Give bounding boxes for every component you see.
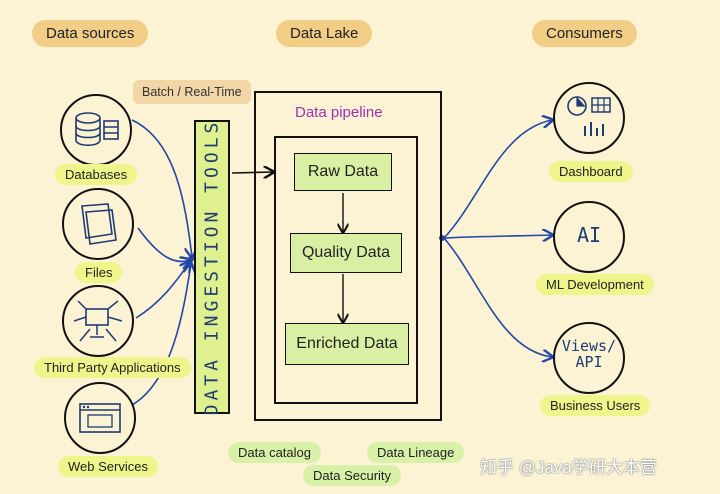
databases-label: Databases <box>55 164 138 185</box>
pipeline-title: Data pipeline <box>295 104 383 121</box>
web-services-label: Web Services <box>58 456 158 477</box>
dashboard-circle[interactable] <box>553 82 625 154</box>
arrow-dashboard <box>443 120 552 239</box>
dashboard-icon <box>567 96 611 136</box>
network-app-icon <box>73 300 123 342</box>
stage-raw-data[interactable]: Raw Data <box>294 153 392 191</box>
ml-development-label: ML Development <box>536 274 654 295</box>
data-lake-container <box>254 91 442 421</box>
arrow-ml <box>443 235 552 238</box>
heading-consumers: Consumers <box>532 20 637 47</box>
stage-quality-data[interactable]: Quality Data <box>290 233 402 273</box>
business-users-label: Business Users <box>540 395 651 416</box>
pipeline-container <box>274 136 418 404</box>
ai-circle[interactable]: AI <box>553 201 625 273</box>
stage-enriched-data[interactable]: Enriched Data <box>285 323 409 365</box>
data-lineage-label: Data Lineage <box>367 442 465 463</box>
ai-icon: AI <box>576 223 602 247</box>
databases-circle[interactable] <box>60 94 132 166</box>
heading-data-lake: Data Lake <box>276 20 373 47</box>
business-users-circle[interactable]: Views/ API <box>553 322 625 394</box>
database-icon <box>75 112 119 147</box>
data-ingestion-tools[interactable] <box>194 120 230 414</box>
arrow-web-services <box>131 264 191 406</box>
watermark: 知乎 @Java学研大本营 <box>480 458 657 477</box>
heading-data-sources: Data sources <box>32 20 149 47</box>
arrow-databases <box>131 119 192 257</box>
dashboard-label: Dashboard <box>549 161 633 182</box>
browser-window-icon <box>79 403 121 433</box>
arrow-files <box>137 227 190 261</box>
files-circle[interactable] <box>62 188 134 260</box>
file-icon <box>81 203 117 245</box>
data-ingestion-tools-label: DATA INGESTION TOOLS <box>201 118 223 416</box>
data-security-label: Data Security <box>303 465 402 486</box>
arrow-business <box>443 237 552 357</box>
files-label: Files <box>75 262 123 283</box>
arrow-third-party <box>135 262 190 319</box>
data-catalog-label: Data catalog <box>228 442 321 463</box>
views-api-icon: Views/ API <box>561 337 617 371</box>
batch-realtime-label: Batch / Real-Time <box>133 80 251 104</box>
third-party-label: Third Party Applications <box>34 357 191 378</box>
web-services-circle[interactable] <box>64 382 136 454</box>
third-party-circle[interactable] <box>62 285 134 357</box>
